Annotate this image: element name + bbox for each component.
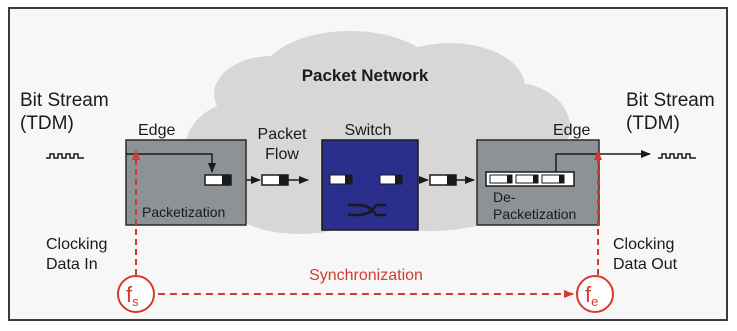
left-clocking-line2: Data In	[46, 256, 98, 273]
switch-crossover-icon	[348, 203, 386, 217]
right-clocking-line1: Clocking	[613, 236, 674, 253]
right-edge-label: Edge	[553, 122, 590, 139]
packetization-internal-arrow	[126, 153, 216, 173]
fe-circle	[576, 275, 614, 313]
packet-1-header	[222, 175, 231, 185]
left-clocking-line1: Clocking	[46, 236, 107, 253]
switch-box	[321, 139, 419, 231]
left-edge-label: Edge	[138, 122, 175, 139]
right-bitstream-line2: (TDM)	[626, 113, 680, 134]
fe-symbol: fe	[585, 282, 598, 309]
switch-packet-out-header	[395, 175, 402, 184]
buffer-packet-2-header	[533, 175, 538, 183]
right-bitstream-waveform	[658, 153, 696, 159]
left-bitstream-line1: Bit Stream	[20, 90, 109, 111]
diagram-frame: Packet Network Bit Stream (TDM) Edge Bit…	[8, 7, 728, 321]
fs-symbol: fs	[126, 282, 139, 309]
right-bitstream-line1: Bit Stream	[626, 90, 715, 111]
packet-flow-line1: Packet	[258, 126, 307, 143]
left-bitstream-waveform	[46, 153, 84, 159]
packet-flow-line2: Flow	[265, 146, 299, 163]
fs-circle	[117, 275, 155, 313]
cloud-title: Packet Network	[302, 66, 429, 85]
diagram-canvas: Packet Network Bit Stream (TDM) Edge Bit…	[20, 31, 715, 313]
switch-label: Switch	[344, 122, 391, 139]
left-bitstream-line2: (TDM)	[20, 113, 74, 134]
buffer-packet-3-header	[559, 175, 564, 183]
depacketization-label-line1: De-	[493, 189, 516, 205]
depacketization-label-line2: Packetization	[493, 206, 576, 222]
packet-3-header	[447, 175, 456, 185]
synchronization-label: Synchronization	[309, 267, 423, 284]
packet-2-header	[279, 175, 288, 185]
buffer-packet-1-header	[507, 175, 512, 183]
packetization-label: Packetization	[142, 204, 225, 220]
right-clocking-line2: Data Out	[613, 256, 678, 273]
switch-packet-in-header	[345, 175, 352, 184]
depacketization-output-arrow	[555, 150, 651, 172]
